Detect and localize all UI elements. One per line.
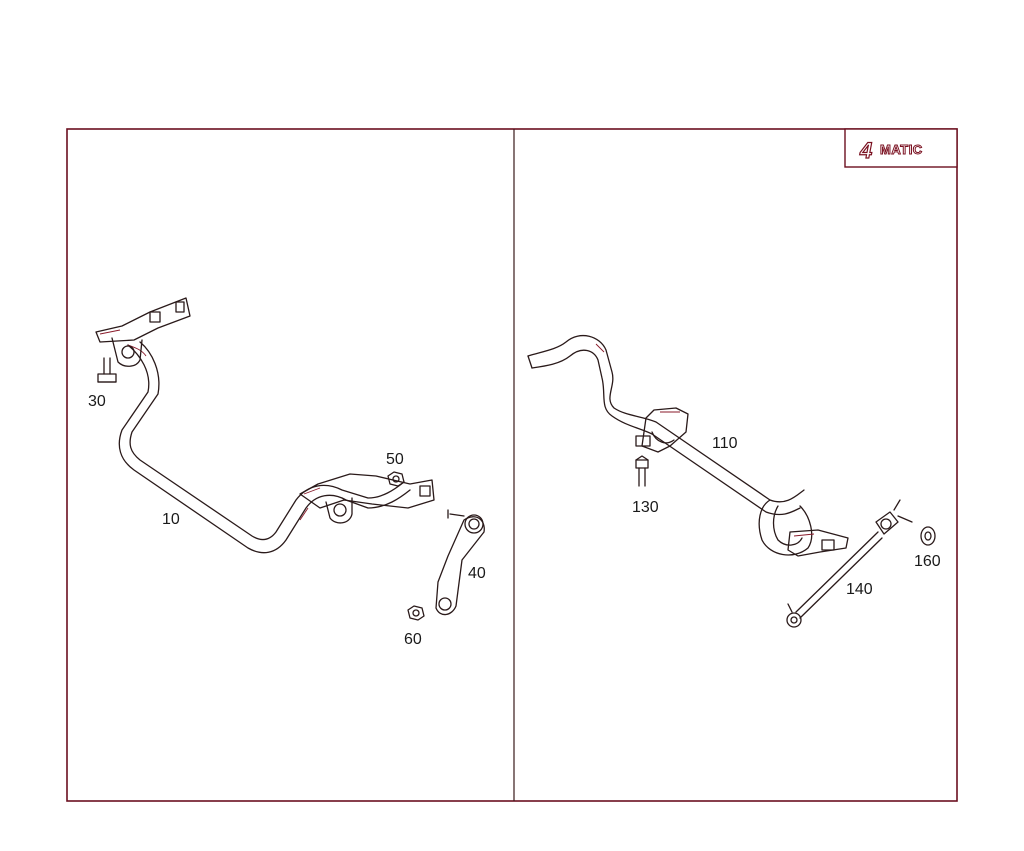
bracket-right-upper	[635, 407, 689, 453]
right-panel: 110 130 140 160	[527, 334, 941, 628]
diagram-frame	[66, 128, 958, 802]
bolt-30	[97, 357, 117, 383]
bracket-left-upper	[95, 297, 191, 367]
left-panel: 10 30 40 50 60	[88, 297, 486, 648]
nut-60	[407, 605, 425, 621]
callout-60: 60	[404, 631, 422, 648]
4matic-badge: 4 MATIC	[844, 128, 958, 168]
callout-30: 30	[88, 393, 106, 410]
stabilizer-bar-front	[118, 341, 411, 554]
stabilizer-bar-4matic	[527, 334, 813, 556]
callout-140: 140	[846, 581, 873, 598]
callout-160: 160	[914, 553, 941, 570]
bracket-left-lower	[299, 473, 435, 524]
badge-text: MATIC	[880, 142, 923, 157]
callout-40: 40	[468, 565, 486, 582]
nut-50	[387, 471, 405, 487]
bracket-right-lower	[787, 529, 849, 557]
link-40	[435, 509, 485, 616]
bolt-130	[635, 455, 649, 487]
badge-number: 4	[859, 138, 872, 163]
callout-50: 50	[386, 451, 404, 468]
callout-10: 10	[162, 511, 180, 528]
callout-110: 110	[712, 435, 738, 452]
callout-130: 130	[632, 499, 659, 516]
link-140	[786, 499, 913, 628]
washer-160	[920, 526, 936, 546]
